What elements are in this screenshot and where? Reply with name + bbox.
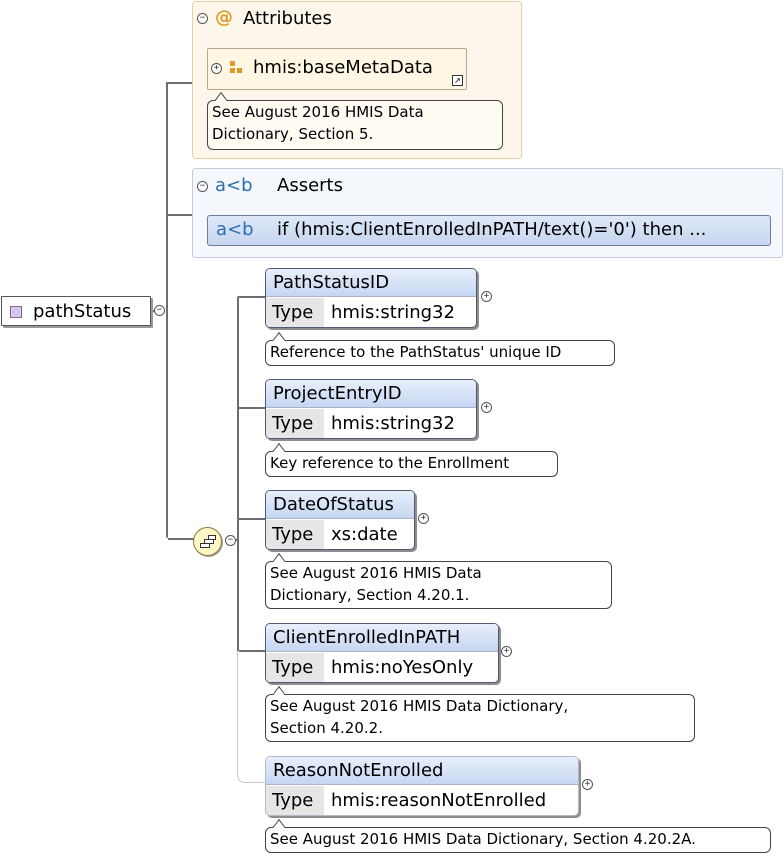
element-box[interactable]: DateOfStatus Type xs:date — [265, 490, 415, 550]
note-line: See August 2016 HMIS Data Dictionary, Se… — [270, 830, 696, 848]
type-label: Type — [266, 409, 324, 438]
element-box[interactable]: PathStatusID Type hmis:string32 — [265, 268, 477, 328]
root-element-name: pathStatus — [33, 301, 132, 322]
connector — [239, 296, 265, 298]
assert-expression: if (hmis:ClientEnrolledInPATH/text()='0'… — [277, 219, 707, 240]
annotation-note: See August 2016 HMIS Data Dictionary, Se… — [265, 827, 771, 853]
annotation-note: See August 2016 HMIS Data Dictionary, Se… — [265, 561, 612, 609]
element-name: ReasonNotEnrolled — [266, 757, 578, 785]
expand-icon[interactable]: + — [501, 646, 512, 657]
root-element[interactable]: pathStatus — [1, 296, 151, 326]
assert-icon: a<b — [216, 219, 254, 240]
annotation-note: See August 2016 HMIS Data Dictionary, Se… — [207, 100, 503, 150]
note-line: Dictionary, Section 5. — [212, 125, 374, 143]
connector — [239, 518, 265, 520]
element-icon — [10, 306, 22, 318]
expand-icon[interactable]: + — [211, 63, 222, 74]
element-box[interactable]: ProjectEntryID Type hmis:string32 — [265, 379, 477, 439]
element-name: ProjectEntryID — [266, 380, 476, 408]
attributes-title: Attributes — [243, 8, 332, 29]
type-value: hmis:string32 — [331, 302, 455, 323]
attribute-group-icon — [230, 61, 244, 75]
connector — [166, 82, 168, 538]
expand-icon[interactable]: + — [481, 402, 492, 413]
collapse-icon[interactable]: − — [197, 181, 208, 192]
element-name: DateOfStatus — [266, 491, 414, 519]
attribute-item[interactable]: + hmis:baseMetaData ↗ — [207, 48, 467, 90]
collapse-icon[interactable]: − — [197, 13, 208, 24]
note-line: Section 4.20.2. — [270, 719, 383, 737]
connector — [239, 407, 265, 409]
type-value: hmis:noYesOnly — [331, 657, 474, 678]
optional-connector — [237, 651, 266, 783]
assert-icon: a<b — [215, 175, 253, 196]
collapse-icon[interactable]: − — [154, 305, 165, 316]
type-label: Type — [266, 786, 324, 815]
expand-icon[interactable]: + — [481, 291, 492, 302]
asserts-title: Asserts — [277, 175, 343, 196]
type-label: Type — [266, 520, 324, 549]
note-line: Key reference to the Enrollment — [270, 454, 510, 472]
note-line: See August 2016 HMIS Data — [270, 564, 482, 582]
connector — [168, 82, 193, 84]
note-line: See August 2016 HMIS Data — [212, 103, 424, 121]
asserts-group: − a<b Asserts a<b if (hmis:ClientEnrolle… — [192, 168, 783, 258]
assert-item[interactable]: a<b if (hmis:ClientEnrolledInPATH/text()… — [207, 215, 771, 246]
at-sign-icon: @ — [215, 7, 233, 28]
type-value: xs:date — [331, 524, 398, 545]
attribute-name: hmis:baseMetaData — [253, 57, 433, 78]
expand-icon[interactable]: + — [582, 779, 593, 790]
expand-icon[interactable]: + — [418, 513, 429, 524]
connector — [168, 214, 193, 216]
annotation-note: Reference to the PathStatus' unique ID — [265, 340, 615, 366]
connector — [239, 650, 265, 652]
connector — [168, 538, 194, 540]
note-line: Reference to the PathStatus' unique ID — [270, 343, 562, 361]
element-name: PathStatusID — [266, 269, 476, 297]
note-line: Dictionary, Section 4.20.1. — [270, 586, 470, 604]
type-label: Type — [266, 653, 324, 682]
type-label: Type — [266, 298, 324, 327]
sequence-compositor-icon[interactable] — [193, 527, 222, 556]
note-line: See August 2016 HMIS Data Dictionary, — [270, 697, 569, 715]
optional-element-box[interactable]: ReasonNotEnrolled Type hmis:reasonNotEnr… — [265, 756, 579, 816]
element-name: ClientEnrolledInPATH — [266, 624, 498, 652]
connector — [237, 296, 239, 651]
element-box[interactable]: ClientEnrolledInPATH Type hmis:noYesOnly — [265, 623, 499, 683]
attributes-group: − @ Attributes + hmis:baseMetaData ↗ See… — [192, 1, 522, 159]
annotation-note: See August 2016 HMIS Data Dictionary, Se… — [265, 694, 695, 742]
annotation-note: Key reference to the Enrollment — [265, 451, 558, 477]
type-value: hmis:reasonNotEnrolled — [331, 790, 547, 811]
type-value: hmis:string32 — [331, 413, 455, 434]
connector — [150, 310, 155, 312]
collapse-icon[interactable]: − — [225, 535, 236, 546]
reference-arrow-icon[interactable]: ↗ — [452, 75, 463, 86]
